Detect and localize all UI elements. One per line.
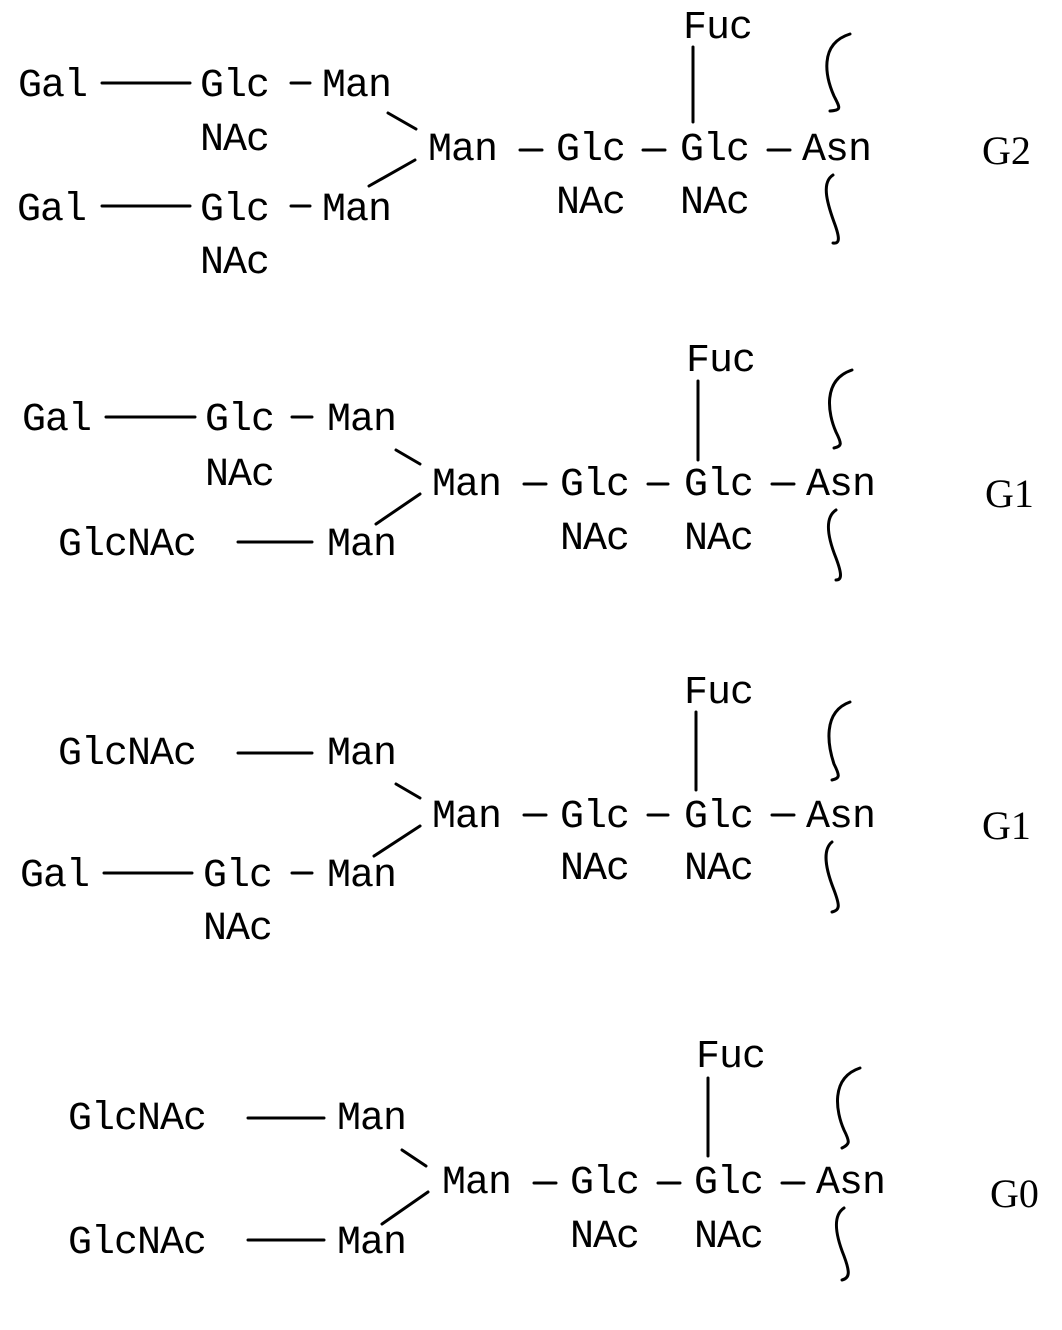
core-glc-1-nac: NAc — [560, 517, 630, 562]
bond-lines — [102, 700, 852, 914]
core-glc-2-nac: NAc — [694, 1215, 764, 1260]
core-glc-2: Glc — [684, 463, 754, 508]
core-asn: Asn — [816, 1161, 886, 1206]
lower-man: Man — [327, 523, 397, 568]
core-asn: Asn — [806, 795, 876, 840]
core-fuc: Fuc — [683, 6, 753, 51]
core-glc-1: Glc — [560, 795, 630, 840]
upper-man: Man — [322, 64, 392, 109]
bond-lines — [246, 1066, 862, 1282]
core-man: Man — [432, 795, 502, 840]
core-glc-2: Glc — [694, 1161, 764, 1206]
structure-label: G2 — [982, 128, 1031, 173]
lower-terminal-gal: Gal — [20, 854, 90, 899]
upper-terminal-glcnac: GlcNAc — [58, 732, 197, 777]
core-fuc: Fuc — [696, 1035, 766, 1080]
bond-lines — [100, 32, 852, 245]
upper-man: Man — [337, 1097, 407, 1142]
lower-man: Man — [327, 854, 397, 899]
core-glc-1-nac: NAc — [560, 847, 630, 892]
core-man: Man — [428, 128, 498, 173]
lower-terminal-glcnac: GlcNAc — [58, 523, 197, 568]
structure-label: G0 — [990, 1171, 1039, 1216]
glycan-structure-g0: GlcNAc Man GlcNAc Man Man Glc NAc Glc NA… — [0, 1030, 1062, 1330]
core-man: Man — [442, 1161, 512, 1206]
upper-terminal-gal: Gal — [22, 398, 92, 443]
structure-label: G1 — [985, 471, 1034, 516]
upper-man: Man — [327, 398, 397, 443]
glycan-structure-g1-b: GlcNAc Man Gal Glc NAc Man Man Glc NAc G… — [0, 662, 1062, 962]
upper-glc-nac: NAc — [200, 118, 270, 163]
lower-man: Man — [322, 188, 392, 233]
upper-glc-nac: NAc — [205, 453, 275, 498]
upper-glc: Glc — [205, 398, 275, 443]
core-asn: Asn — [802, 128, 872, 173]
structure-label: G1 — [982, 803, 1031, 848]
core-fuc: Fuc — [684, 671, 754, 716]
upper-terminal-glcnac: GlcNAc — [68, 1097, 207, 1142]
glycan-structure-g1-a: Gal Glc NAc Man GlcNAc Man Man Glc NAc G… — [0, 332, 1062, 632]
lower-terminal-gal: Gal — [17, 188, 87, 233]
lower-glc-nac: NAc — [200, 241, 270, 286]
core-glc-1: Glc — [570, 1161, 640, 1206]
upper-man: Man — [327, 732, 397, 777]
lower-terminal-glcnac: GlcNAc — [68, 1221, 207, 1266]
bond-lines — [104, 368, 854, 582]
glycan-structure-g2: Gal Glc NAc Man Gal Glc NAc Man Man Glc … — [0, 0, 1062, 300]
core-glc-2-nac: NAc — [684, 517, 754, 562]
core-fuc: Fuc — [686, 339, 756, 384]
core-glc-1: Glc — [560, 463, 630, 508]
core-glc-1-nac: NAc — [556, 181, 626, 226]
core-asn: Asn — [806, 463, 876, 508]
core-glc-2: Glc — [684, 795, 754, 840]
upper-terminal-gal: Gal — [18, 64, 88, 109]
core-glc-1-nac: NAc — [570, 1215, 640, 1260]
lower-glc-nac: NAc — [203, 907, 273, 952]
upper-glc: Glc — [200, 64, 270, 109]
lower-glc: Glc — [203, 854, 273, 899]
core-glc-2-nac: NAc — [680, 181, 750, 226]
core-glc-2-nac: NAc — [684, 847, 754, 892]
core-man: Man — [432, 463, 502, 508]
core-glc-1: Glc — [556, 128, 626, 173]
lower-man: Man — [337, 1221, 407, 1266]
lower-glc: Glc — [200, 188, 270, 233]
core-glc-2: Glc — [680, 128, 750, 173]
